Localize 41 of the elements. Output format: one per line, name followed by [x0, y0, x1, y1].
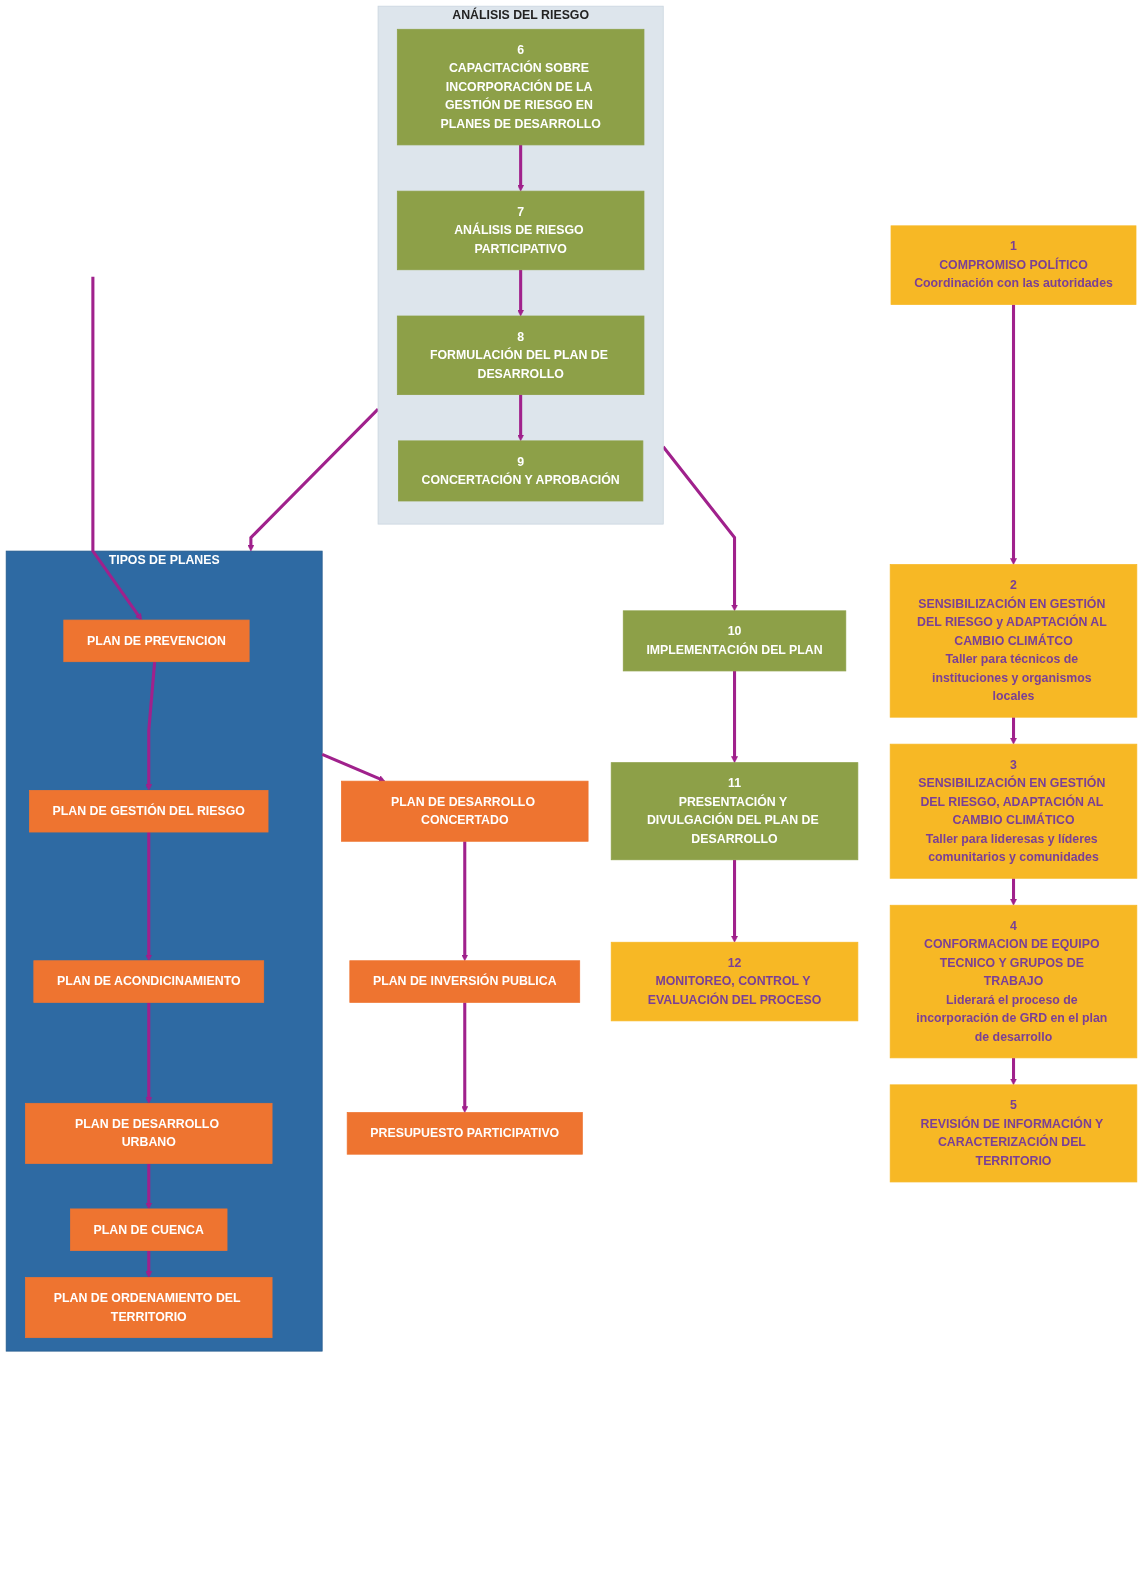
node-box: 8 FORMULACIÓN DEL PLAN DE DESARROLLO — [396, 315, 645, 395]
arrow — [517, 394, 525, 442]
node-box: 9 CONCERTACIÓN Y APROBACIÓN — [398, 440, 644, 502]
arrow — [1010, 717, 1017, 745]
arrow — [1010, 1057, 1017, 1086]
node-box: PLAN DE ORDENAMIENTO DEL TERRITORIO — [25, 1277, 273, 1339]
arrow — [461, 841, 469, 962]
node-box: 3 SENSIBILIZACIÓN EN GESTIÓN DEL RIESGO, ADAPTACIÓN AL CAMBIO CLIMÁTICO Taller para lideresas y líderes comunitarios y comunidades — [889, 743, 1138, 879]
node-box: 10 IMPLEMENTACIÓN DEL PLAN — [622, 610, 847, 672]
node-box: 5 REVISIÓN DE INFORMACIÓN Y CARACTERIZACIÓN DEL TERRITORIO — [889, 1084, 1138, 1183]
arrow — [517, 269, 525, 317]
arrow — [145, 1002, 153, 1104]
arrow — [517, 144, 525, 192]
node-box: 7 ANÁLISIS DE RIESGO PARTICIPATIVO — [396, 190, 645, 271]
arrow — [731, 670, 738, 763]
arrow — [91, 276, 143, 621]
arrow — [662, 445, 738, 612]
node-box: PLAN DE DESARROLLO URBANO — [25, 1102, 273, 1164]
arrow — [247, 408, 380, 552]
node-box: 4 CONFORMACION DE EQUIPO TECNICO Y GRUPOS DE TRABAJO Liderará el proceso de incorporación de GRD en el plan de desarrollo — [889, 904, 1138, 1059]
node-box: PLAN DE GESTIÓN DEL RIESGO — [29, 790, 269, 833]
node-box: PLAN DE ACONDICINAMIENTO — [33, 960, 265, 1003]
node-box: PLAN DE CUENCA — [70, 1208, 228, 1251]
node-box: 1 COMPROMISO POLÍTICO Coordinación con las autoridades — [890, 225, 1137, 305]
arrow — [731, 859, 738, 943]
node-box: PLAN DE DESARROLLO CONCERTADO — [341, 780, 589, 842]
node-box: 6 CAPACITACIÓN SOBRE INCORPORACIÓN DE LA GESTIÓN DE RIESGO EN PLANES DE DESARROLLO — [396, 28, 645, 146]
arrow — [145, 1163, 153, 1210]
arrow — [1010, 878, 1017, 906]
node-box: 2 SENSIBILIZACIÓN EN GESTIÓN DEL RIESGO y ADAPTACIÓN AL CAMBIO CLIMÁTCO Taller para técnicos de instituciones y organismos locales — [889, 564, 1138, 718]
node-box: PRESUPUESTO PARTICIPATIVO — [346, 1112, 583, 1155]
node-box: 12 MONITOREO, CONTROL Y EVALUACIÓN DEL PROCESO — [610, 941, 859, 1022]
node-box: PLAN DE INVERSIÓN PUBLICA — [349, 960, 581, 1003]
node-box: PLAN DE PREVENCION — [63, 619, 250, 663]
arrow — [145, 832, 153, 962]
arrow — [321, 752, 386, 782]
arrow — [1010, 304, 1017, 565]
arrow — [145, 1250, 153, 1278]
arrow — [145, 661, 157, 791]
node-box: 11 PRESENTACIÓN Y DIVULGACIÓN DEL PLAN DE DESARROLLO — [610, 762, 859, 861]
arrow — [461, 1002, 469, 1113]
